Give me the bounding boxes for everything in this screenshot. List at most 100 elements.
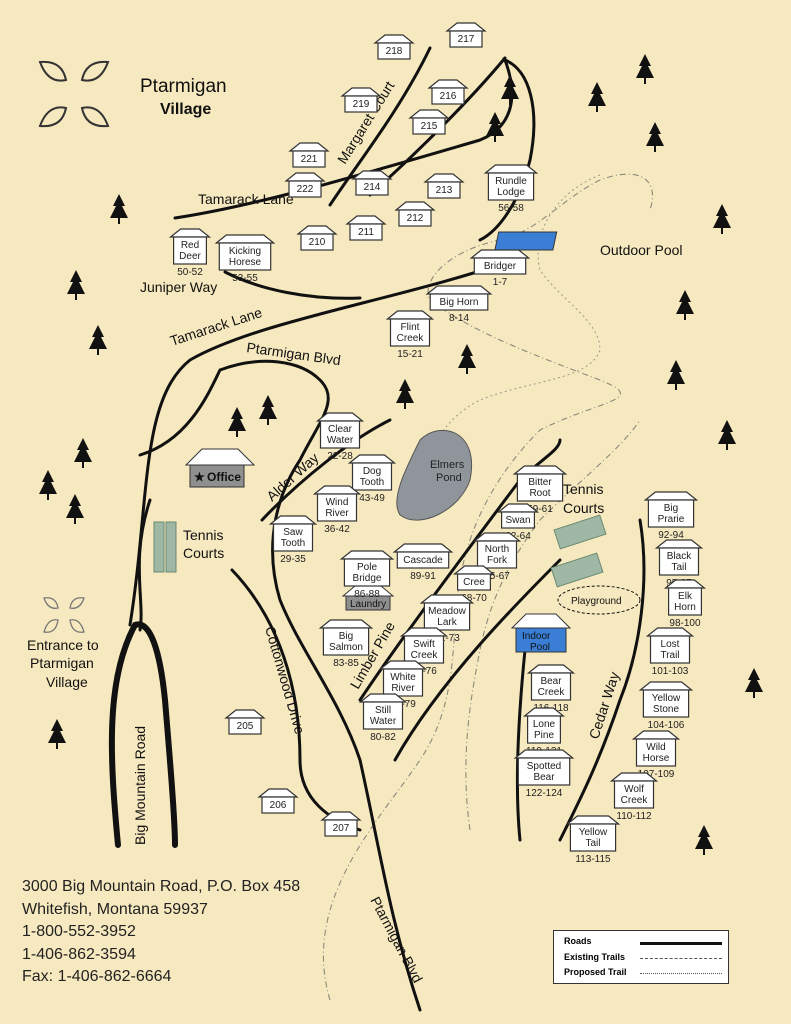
unit-roof bbox=[351, 170, 393, 180]
unit-roof bbox=[224, 709, 266, 719]
unit-numbers: 53-55 bbox=[232, 273, 258, 284]
phone-line: 1-406-862-3594 bbox=[22, 945, 136, 963]
unit-name: Horse bbox=[643, 753, 670, 764]
unit-name: Still bbox=[375, 705, 391, 716]
existing-trail bbox=[465, 419, 641, 831]
unit-roof bbox=[340, 87, 382, 97]
unit-numbers: 89-91 bbox=[410, 571, 436, 582]
alder-way-road bbox=[260, 418, 392, 522]
unit-name: 216 bbox=[440, 91, 457, 102]
unit-box bbox=[667, 587, 702, 616]
pine-tree-icon bbox=[39, 470, 57, 500]
unit-name: Elk bbox=[678, 591, 693, 602]
tennis-courts-right bbox=[550, 514, 607, 588]
indoor-pool-road bbox=[516, 648, 527, 842]
unit-numbers: 29-35 bbox=[280, 554, 306, 565]
pine-tree-icon bbox=[66, 494, 84, 524]
unit-box bbox=[228, 717, 262, 735]
unit-roof bbox=[373, 34, 415, 44]
unit-roof bbox=[445, 22, 487, 32]
unit-name: Black bbox=[667, 551, 692, 562]
unit-name: Big bbox=[339, 631, 353, 642]
unit-cascade: Cascade 89-91 bbox=[392, 543, 454, 582]
laundry-label: Laundry bbox=[350, 599, 386, 610]
unit-roof bbox=[425, 285, 493, 295]
unit-roof bbox=[385, 310, 435, 320]
pine-tree-icon bbox=[74, 438, 92, 468]
unit-u221: 221 bbox=[288, 142, 330, 168]
indoor-pool-building: Indoor Pool bbox=[510, 613, 572, 653]
entrance-logo-icon bbox=[43, 597, 85, 633]
unit-roof bbox=[257, 788, 299, 798]
pond-label-line2: Pond bbox=[436, 472, 462, 484]
unit-roof bbox=[423, 173, 465, 183]
unit-u212: 212 bbox=[394, 201, 436, 227]
ptarmigan-blvd-upper-road bbox=[138, 359, 422, 1012]
pine-tree-icon bbox=[695, 825, 713, 855]
pine-tree-icon bbox=[67, 270, 85, 300]
contact-address: 3000 Big Mountain Road, P.O. Box 458 Whi… bbox=[22, 876, 300, 989]
unit-numbers: 22-28 bbox=[327, 451, 353, 462]
pine-tree-icon bbox=[745, 668, 763, 698]
unit-numbers: 107-109 bbox=[638, 769, 675, 780]
pine-tree-icon bbox=[259, 395, 277, 425]
unit-numbers: 71-73 bbox=[434, 633, 460, 644]
big-mountain-road-label: Big Mountain Road bbox=[132, 726, 148, 845]
tennis-left-label-line1: Tennis bbox=[183, 527, 223, 543]
unit-u210: 210 bbox=[296, 225, 338, 251]
unit-numbers: 15-21 bbox=[397, 349, 423, 360]
unit-box bbox=[427, 181, 461, 199]
unit-name: Cascade bbox=[403, 555, 443, 566]
pine-tree-icon bbox=[48, 719, 66, 749]
unit-roof bbox=[408, 109, 450, 119]
unit-bear: BearCreek116-118 bbox=[526, 664, 576, 714]
pine-tree-icon bbox=[588, 82, 606, 112]
unit-box bbox=[261, 796, 295, 814]
legend-existing-line bbox=[640, 958, 722, 959]
cedar-way-road bbox=[558, 518, 646, 842]
unit-name: Bear bbox=[533, 772, 555, 783]
unit-name: Swift bbox=[413, 639, 435, 650]
unit-box bbox=[292, 150, 326, 168]
pine-tree-icon bbox=[718, 420, 736, 450]
unit-roof bbox=[168, 228, 212, 238]
unit-numbers: 8-14 bbox=[449, 313, 469, 324]
unit-roof bbox=[339, 550, 395, 560]
unit-name: Rundle bbox=[495, 176, 527, 187]
unit-box bbox=[377, 42, 411, 60]
unit-name: Flint bbox=[401, 322, 420, 333]
unit-box bbox=[389, 318, 431, 347]
unit-box bbox=[362, 701, 404, 730]
unit-name: 217 bbox=[458, 34, 475, 45]
unit-name: Tail bbox=[671, 562, 686, 573]
pine-tree-icon bbox=[396, 379, 414, 409]
unit-box bbox=[344, 95, 378, 113]
unit-name: Lost bbox=[661, 639, 680, 650]
unit-numbers: 98-100 bbox=[669, 618, 701, 629]
unit-box bbox=[272, 523, 314, 552]
unit-name: Salmon bbox=[329, 642, 363, 653]
unit-box bbox=[288, 180, 322, 198]
margaret-court-road bbox=[328, 46, 432, 207]
entrance-label-line2: Ptarmigan bbox=[30, 655, 94, 671]
unit-name: Wild bbox=[646, 742, 665, 753]
unit-roof bbox=[643, 491, 699, 501]
unit-name: Clear bbox=[328, 424, 353, 435]
unit-box bbox=[324, 819, 358, 837]
unit-name: Bitter bbox=[528, 477, 552, 488]
unit-name: Tooth bbox=[281, 538, 305, 549]
unit-box bbox=[412, 117, 446, 135]
unit-name: Stone bbox=[653, 704, 680, 715]
unit-name: Pole bbox=[357, 562, 377, 573]
